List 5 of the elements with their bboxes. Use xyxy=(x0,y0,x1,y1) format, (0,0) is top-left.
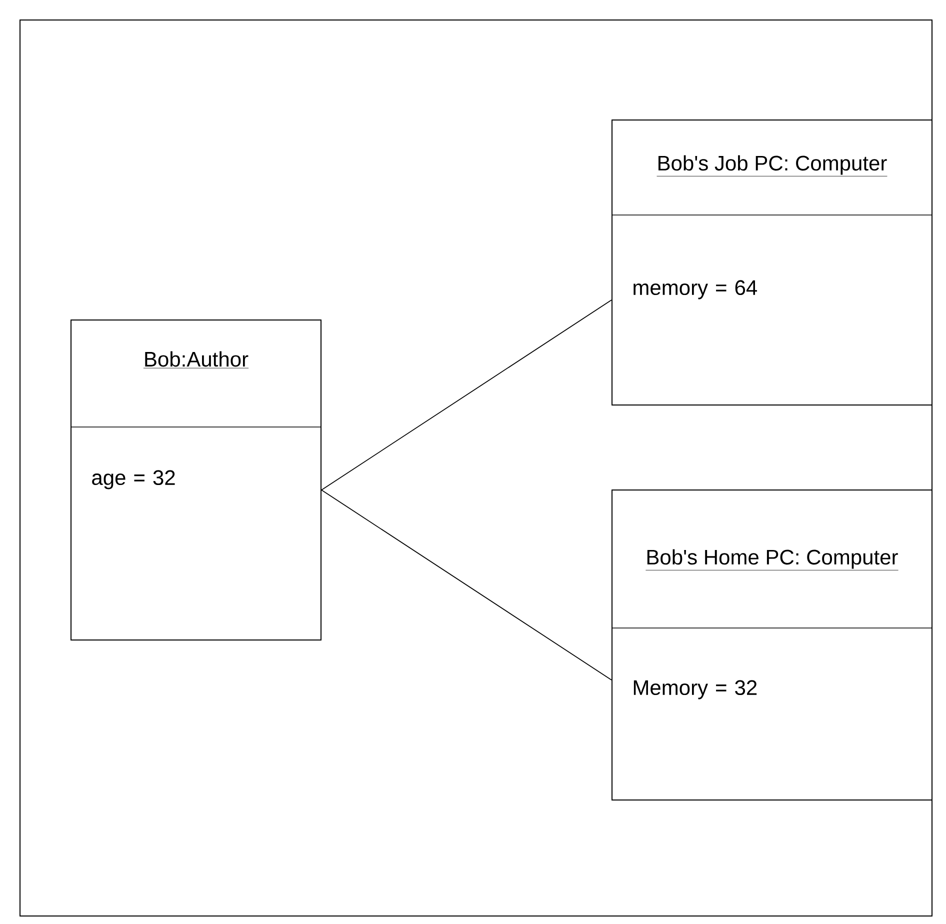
object-box: Bob:Author age = 32 xyxy=(70,319,322,640)
object-box: Bob's Home PC: Computer Memory = 32 xyxy=(612,489,932,800)
link-line xyxy=(321,490,612,680)
link-line xyxy=(321,300,612,490)
object-box: Bob's Job PC: Computer memory = 64 xyxy=(612,120,932,406)
